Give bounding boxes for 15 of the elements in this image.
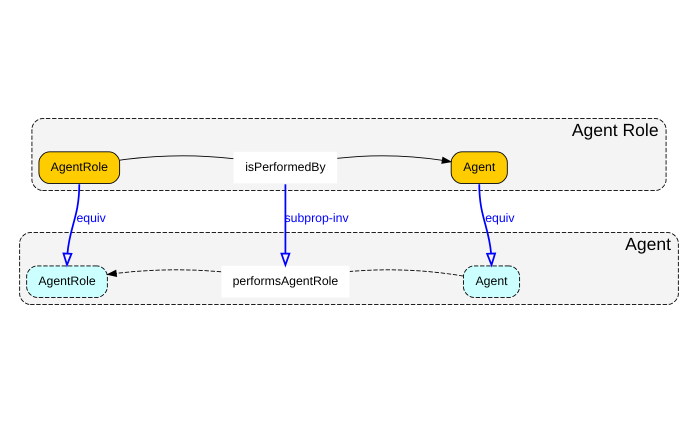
edge-label: equiv	[485, 211, 515, 226]
node-box: performsAgentRole	[221, 266, 350, 298]
node-box: Agent	[463, 265, 520, 298]
node-box: AgentRole	[38, 151, 120, 184]
node-box: AgentRole	[26, 265, 108, 298]
node-box: Agent	[450, 151, 508, 184]
edge-label: equiv	[76, 211, 106, 226]
arrow	[62, 184, 80, 268]
arrow	[478, 184, 496, 268]
arrow	[280, 184, 291, 268]
arrow	[106, 269, 222, 277]
node-box: isPerformedBy	[234, 152, 338, 184]
connector	[120, 155, 234, 161]
connector	[349, 269, 464, 277]
arrow	[336, 155, 452, 164]
